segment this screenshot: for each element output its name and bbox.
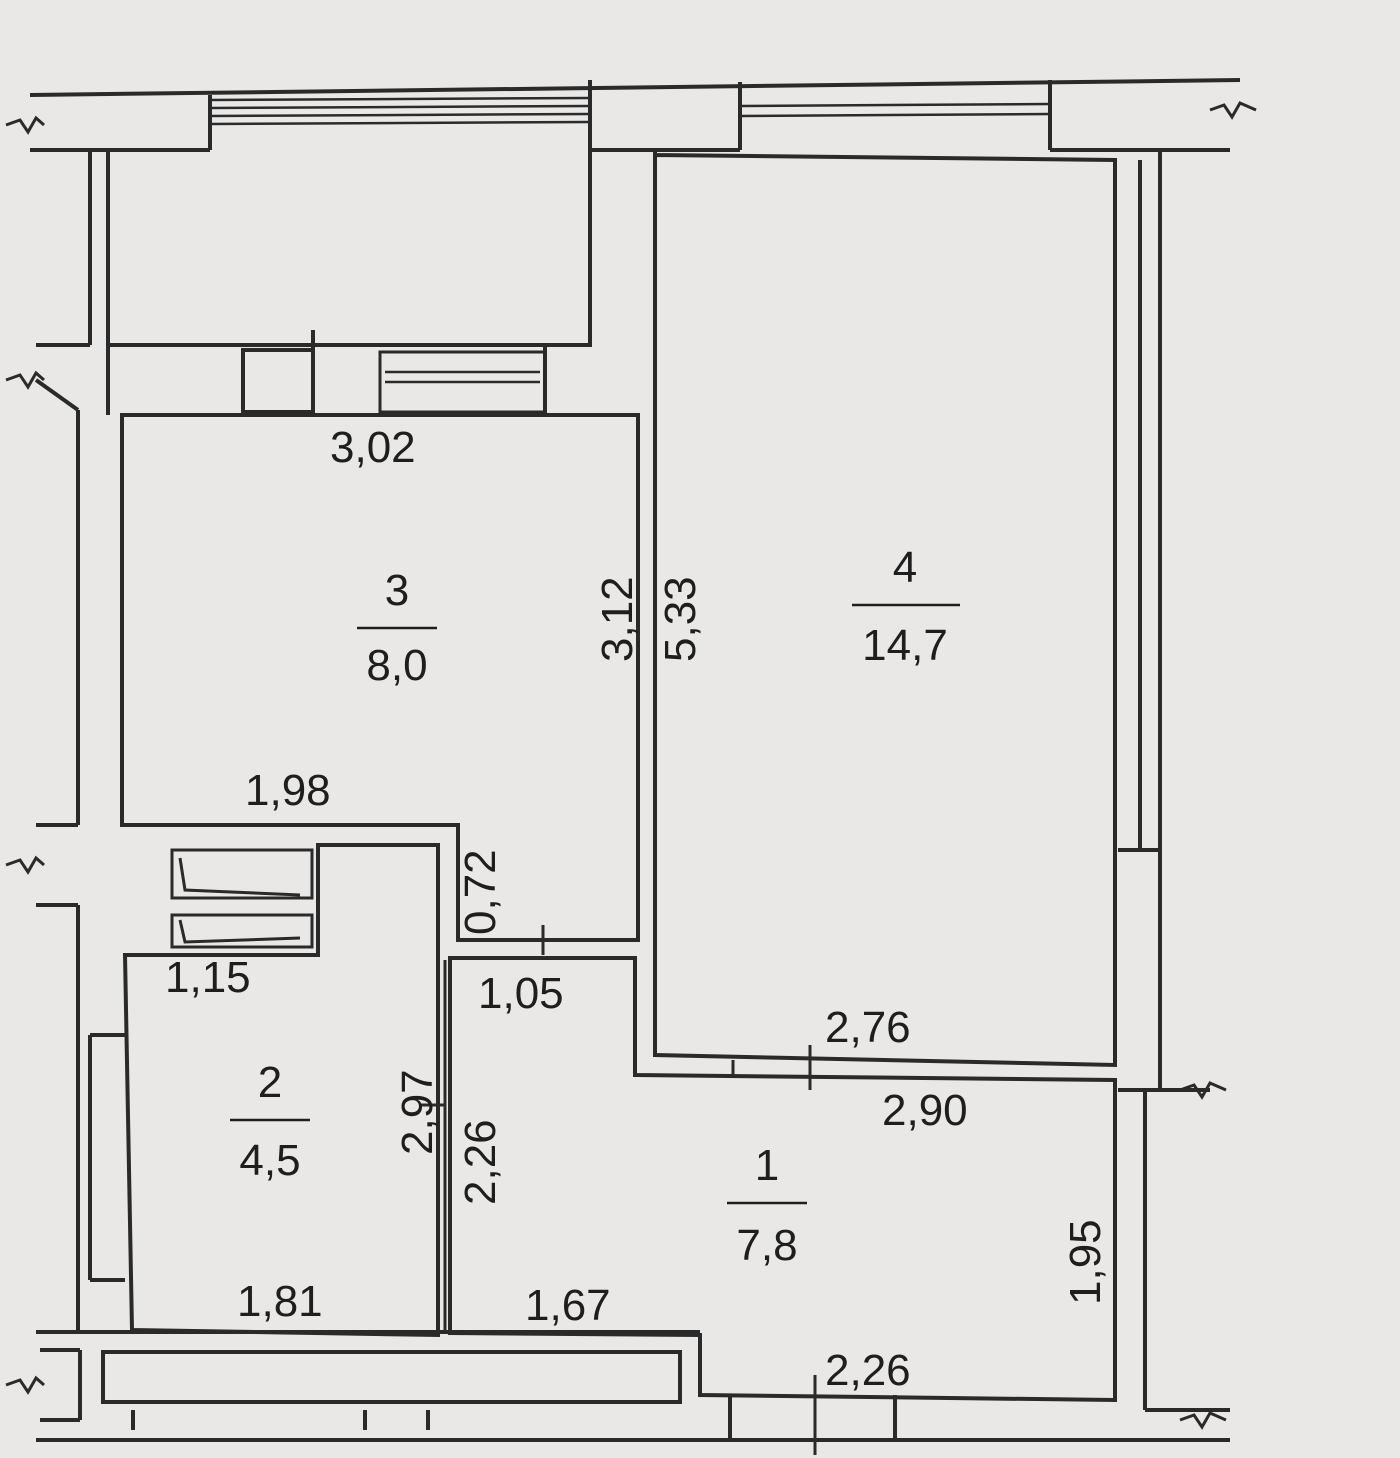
exterior-walls	[5, 78, 1257, 1455]
dim-room4-left: 5,33	[656, 576, 705, 662]
dim-corridor-side: 0,72	[456, 849, 505, 935]
dim-corridor-top: 1,05	[478, 969, 564, 1018]
room-1-walls	[448, 925, 1117, 1403]
room-2-walls	[88, 843, 447, 1338]
room-4-area: 14,7	[862, 621, 948, 670]
room-label-3: 3 8,0	[357, 566, 437, 690]
dim-hall-bottom-left: 1,67	[525, 1281, 611, 1330]
bath-fixture	[170, 848, 314, 900]
dim-room3-top: 3,02	[330, 423, 416, 472]
room-2-area: 4,5	[239, 1136, 300, 1185]
room-3-number: 3	[385, 566, 409, 615]
room-4-number: 4	[893, 543, 917, 592]
room-label-1: 1 7,8	[727, 1141, 807, 1270]
room-4-walls	[653, 150, 1117, 1068]
room-2-number: 2	[258, 1058, 282, 1107]
room-3-walls	[106, 330, 640, 942]
dim-bath-top: 1,15	[165, 953, 251, 1002]
dim-hall-left: 2,26	[456, 1119, 505, 1205]
room-1-number: 1	[755, 1141, 779, 1190]
dim-bath-bottom: 1,81	[237, 1277, 323, 1326]
dim-hall-right: 1,95	[1061, 1219, 1110, 1305]
dimension-labels: 3,02 1,98 1,15 1,05 2,76 2,90 1,81 1,67 …	[165, 423, 1110, 1395]
dim-room3-bottom: 1,98	[245, 766, 331, 815]
room-3-area: 8,0	[366, 641, 427, 690]
room-label-2: 2 4,5	[230, 1058, 310, 1185]
dim-hall-bottom: 2,26	[825, 1346, 911, 1395]
room-label-4: 4 14,7	[852, 543, 960, 670]
dim-hall-top: 2,90	[882, 1086, 968, 1135]
sink-fixture	[170, 913, 314, 949]
dim-bath-right: 2,97	[393, 1069, 442, 1155]
dim-room3-right: 3,12	[593, 576, 642, 662]
dim-room4-bottom: 2,76	[825, 1003, 911, 1052]
room-1-area: 7,8	[736, 1221, 797, 1270]
